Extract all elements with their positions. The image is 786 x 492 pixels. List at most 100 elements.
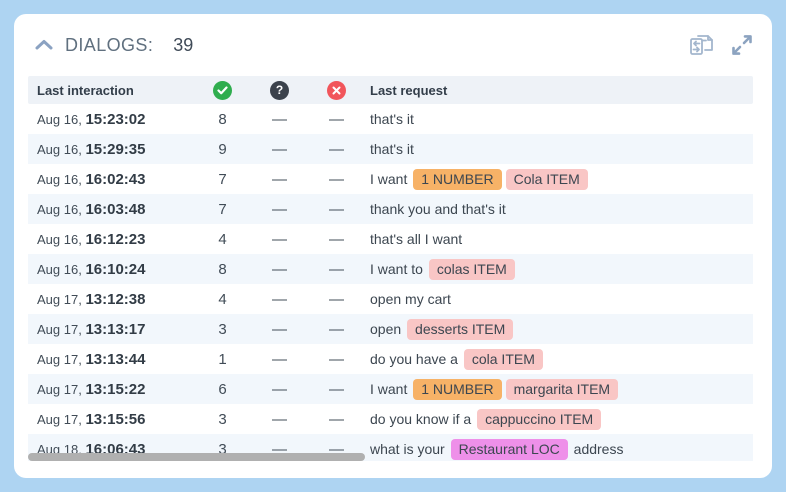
- question-count-cell: —: [272, 140, 287, 158]
- entity-badge-item: margarita ITEM: [505, 378, 619, 400]
- success-check-icon: [213, 80, 232, 100]
- last-interaction-cell: Aug 16, 15:23:02: [37, 110, 146, 128]
- question-count-cell: —: [272, 410, 287, 428]
- success-count-cell: 7: [218, 200, 227, 218]
- header-last-interaction: Last interaction: [37, 82, 134, 98]
- dialogs-panel: DIALOGS: 39: [14, 14, 772, 478]
- last-interaction-cell: Aug 17, 13:15:56: [37, 410, 146, 428]
- last-request-cell: that's it: [370, 141, 414, 157]
- last-interaction-cell: Aug 16, 16:12:23: [37, 230, 146, 248]
- fail-count-cell: —: [329, 290, 344, 308]
- entity-badge-item: Cola ITEM: [505, 168, 588, 190]
- expand-button[interactable]: [730, 33, 754, 57]
- last-interaction-cell: Aug 16, 15:29:35: [37, 140, 146, 158]
- entity-badge-item: cola ITEM: [463, 348, 543, 370]
- fail-count-cell: —: [329, 320, 344, 338]
- fail-count-cell: —: [329, 260, 344, 278]
- fail-count-cell: —: [329, 200, 344, 218]
- table-row[interactable]: Aug 16, 15:23:02 8 — — that's it: [28, 104, 753, 134]
- question-count-cell: —: [272, 320, 287, 338]
- table-header-row: Last interaction ? Last request: [28, 76, 753, 104]
- fail-count-cell: —: [329, 140, 344, 158]
- success-count-cell: 7: [218, 170, 227, 188]
- header-fail-column: [308, 80, 365, 100]
- question-count-cell: —: [272, 290, 287, 308]
- table-row[interactable]: Aug 17, 13:13:17 3 — — open desserts ITEM: [28, 314, 753, 344]
- entity-badge-loc: Restaurant LOC: [450, 438, 568, 460]
- dialogs-count: 39: [173, 34, 194, 55]
- fail-count-cell: —: [329, 350, 344, 368]
- success-count-cell: 4: [218, 230, 227, 248]
- success-count-cell: 3: [218, 410, 227, 428]
- success-count-cell: 8: [218, 110, 227, 128]
- panel-title: DIALOGS:: [65, 34, 154, 55]
- success-count-cell: 1: [218, 350, 227, 368]
- header-success-column: [194, 80, 251, 100]
- table-row[interactable]: Aug 17, 13:15:56 3 — — do you know if a capp…: [28, 404, 753, 434]
- fail-count-cell: —: [329, 110, 344, 128]
- question-count-cell: —: [272, 200, 287, 218]
- collapse-button[interactable]: [35, 36, 53, 54]
- dialogs-table: Last interaction ? Last request Aug 16, …: [28, 76, 753, 461]
- last-request-cell: do you know if a cappuccino ITEM: [365, 408, 753, 430]
- last-interaction-cell: Aug 17, 13:12:38: [37, 290, 146, 308]
- fail-count-cell: —: [329, 410, 344, 428]
- question-count-cell: —: [272, 380, 287, 398]
- fail-count-cell: —: [329, 170, 344, 188]
- last-request-cell: open desserts ITEM: [365, 318, 753, 340]
- chevron-up-icon: [35, 40, 53, 50]
- entity-badge-item: colas ITEM: [428, 258, 515, 280]
- fail-cross-icon: [327, 80, 346, 100]
- table-row[interactable]: Aug 17, 13:13:44 1 — — do you have a cola IT…: [28, 344, 753, 374]
- last-interaction-cell: Aug 17, 13:13:44: [37, 350, 146, 368]
- last-request-cell: what is your Restaurant LOC address: [365, 438, 753, 460]
- last-request-cell: do you have a cola ITEM: [365, 348, 753, 370]
- question-count-cell: —: [272, 350, 287, 368]
- fail-count-cell: —: [329, 230, 344, 248]
- header-question-column: ?: [251, 80, 308, 100]
- table-row[interactable]: Aug 16, 16:10:24 8 — — I want to colas ITEM: [28, 254, 753, 284]
- success-count-cell: 3: [218, 320, 227, 338]
- last-request-cell: that's all I want: [370, 231, 463, 247]
- last-interaction-cell: Aug 16, 16:03:48: [37, 200, 146, 218]
- last-interaction-cell: Aug 17, 13:13:17: [37, 320, 146, 338]
- table-row[interactable]: Aug 16, 15:29:35 9 — — that's it: [28, 134, 753, 164]
- header-last-request: Last request: [370, 82, 448, 98]
- last-interaction-cell: Aug 16, 16:10:24: [37, 260, 146, 278]
- entity-badge-item: cappuccino ITEM: [477, 408, 602, 430]
- entity-badge-number: 1 NUMBER: [413, 168, 502, 190]
- success-count-cell: 8: [218, 260, 227, 278]
- last-request-cell: open my cart: [370, 291, 451, 307]
- success-count-cell: 9: [218, 140, 227, 158]
- panel-header: DIALOGS: 39: [14, 14, 772, 76]
- horizontal-scrollbar-thumb[interactable]: [28, 453, 365, 461]
- table-row[interactable]: Aug 16, 16:12:23 4 — — that's all I want: [28, 224, 753, 254]
- question-count-cell: —: [272, 260, 287, 278]
- last-interaction-cell: Aug 17, 13:15:22: [37, 380, 146, 398]
- last-request-cell: I want to colas ITEM: [365, 258, 753, 280]
- table-row[interactable]: Aug 16, 16:03:48 7 — — thank you and that's …: [28, 194, 753, 224]
- expand-icon: [732, 35, 752, 55]
- success-count-cell: 6: [218, 380, 227, 398]
- copy-dialogs-button[interactable]: [688, 32, 716, 58]
- entity-badge-number: 1 NUMBER: [413, 378, 502, 400]
- entity-badge-item: desserts ITEM: [407, 318, 514, 340]
- last-request-cell: that's it: [370, 111, 414, 127]
- table-row[interactable]: Aug 17, 13:12:38 4 — — open my cart: [28, 284, 753, 314]
- question-count-cell: —: [272, 170, 287, 188]
- last-interaction-cell: Aug 16, 16:02:43: [37, 170, 146, 188]
- last-request-cell: thank you and that's it: [370, 201, 506, 217]
- question-mark-icon: ?: [270, 80, 289, 100]
- success-count-cell: 4: [218, 290, 227, 308]
- fail-count-cell: —: [329, 380, 344, 398]
- copy-dialogs-icon: [690, 35, 713, 55]
- success-count-cell: 3: [218, 440, 227, 458]
- question-count-cell: —: [272, 230, 287, 248]
- question-count-cell: —: [272, 110, 287, 128]
